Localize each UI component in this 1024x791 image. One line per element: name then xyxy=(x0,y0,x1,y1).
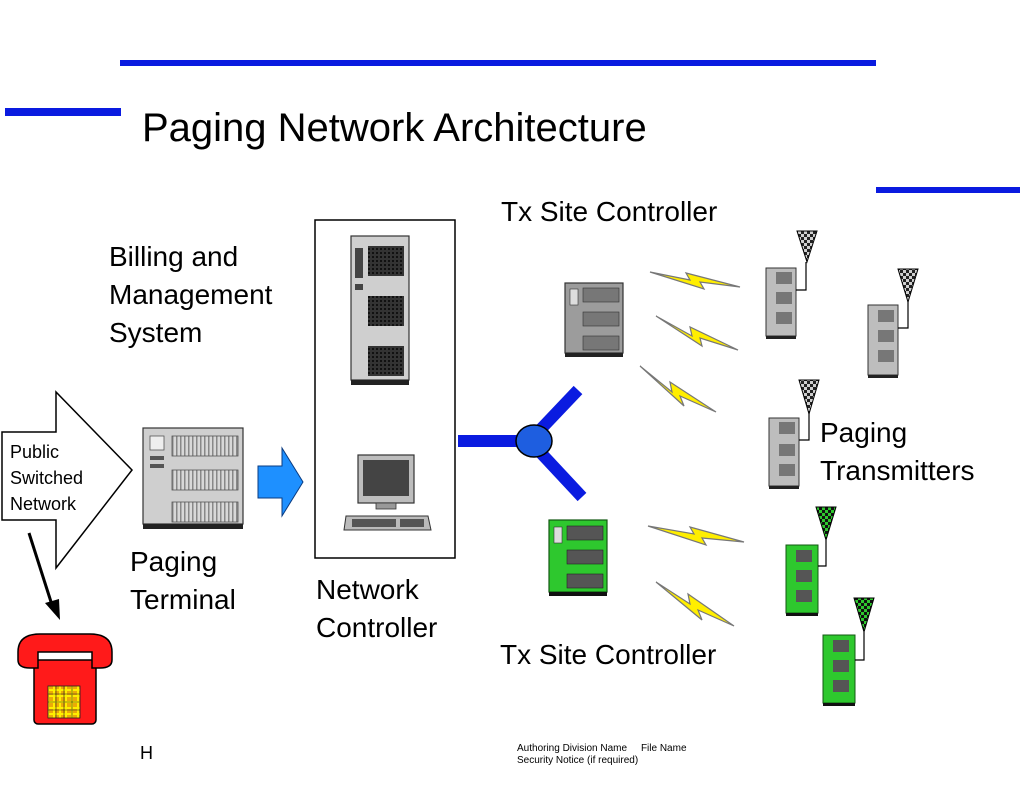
tx-site-controller-bottom-label: Tx Site Controller xyxy=(500,639,717,670)
tx-site-controller-gray-icon xyxy=(564,282,624,357)
network-controller-label: Network Controller xyxy=(316,571,437,647)
pstn-label-line: Public xyxy=(10,442,60,462)
pstn-arrow xyxy=(1,390,133,571)
lightning-bolt-icon xyxy=(655,315,739,351)
paging-transmitter-gray-1 xyxy=(765,230,818,339)
tx-site-controller-top-label: Tx Site Controller xyxy=(501,196,718,227)
antenna-icon xyxy=(897,268,919,304)
tx-site-controller-green-icon xyxy=(548,519,608,596)
lightning-bolt-icon xyxy=(649,271,741,291)
antenna-icon xyxy=(853,597,875,634)
billing-label-line: Management xyxy=(109,279,273,310)
paging-transmitters-label-line: Paging xyxy=(820,417,908,448)
pstn-label-line: Switched xyxy=(10,468,84,488)
billing-system-label: Billing and Management System xyxy=(109,238,272,352)
computer-terminal-icon xyxy=(343,454,432,531)
lightning-bolts xyxy=(639,271,745,627)
billing-label-line: Billing and xyxy=(109,241,239,272)
terminal-to-controller-arrow xyxy=(257,446,304,518)
paging-terminal-label: Paging Terminal xyxy=(130,543,236,619)
paging-transmitter-gray-3 xyxy=(768,379,820,489)
paging-transmitter-green-1 xyxy=(785,506,837,616)
network-controller-box xyxy=(314,219,456,559)
page-title: Paging Network Architecture xyxy=(142,106,647,150)
pstn-label-line: Network xyxy=(10,494,77,514)
pstn-label: Public Switched Network xyxy=(10,439,83,517)
footer-security-line: Security Notice (if required) xyxy=(517,755,639,766)
footer-left-text: H xyxy=(140,743,153,763)
antenna-icon xyxy=(796,230,818,264)
paging-terminal-server-icon xyxy=(142,427,244,529)
paging-transmitter-gray-2 xyxy=(867,268,919,378)
telephone-icon xyxy=(17,633,113,725)
footer-division-line: Authoring Division Name File Name xyxy=(517,743,687,754)
billing-server-tower-icon xyxy=(350,235,410,385)
pstn-to-phone-arrow xyxy=(27,532,60,620)
lightning-bolt-icon xyxy=(647,525,745,547)
lightning-bolt-icon xyxy=(639,365,717,413)
network-hub xyxy=(458,385,587,502)
paging-transmitters-label-line: Transmitters xyxy=(820,455,975,486)
network-controller-label-line: Network xyxy=(316,574,419,605)
paging-transmitter-green-2 xyxy=(822,597,875,706)
paging-terminal-label-line: Paging xyxy=(130,546,218,577)
decorative-rules xyxy=(5,60,1020,193)
antenna-icon xyxy=(798,379,820,416)
paging-terminal-label-line: Terminal xyxy=(130,584,236,615)
paging-transmitters-label: Paging Transmitters xyxy=(820,414,975,490)
lightning-bolt-icon xyxy=(655,581,735,627)
billing-label-line: System xyxy=(109,317,203,348)
antenna-icon xyxy=(815,506,837,542)
network-controller-label-line: Controller xyxy=(316,612,438,643)
